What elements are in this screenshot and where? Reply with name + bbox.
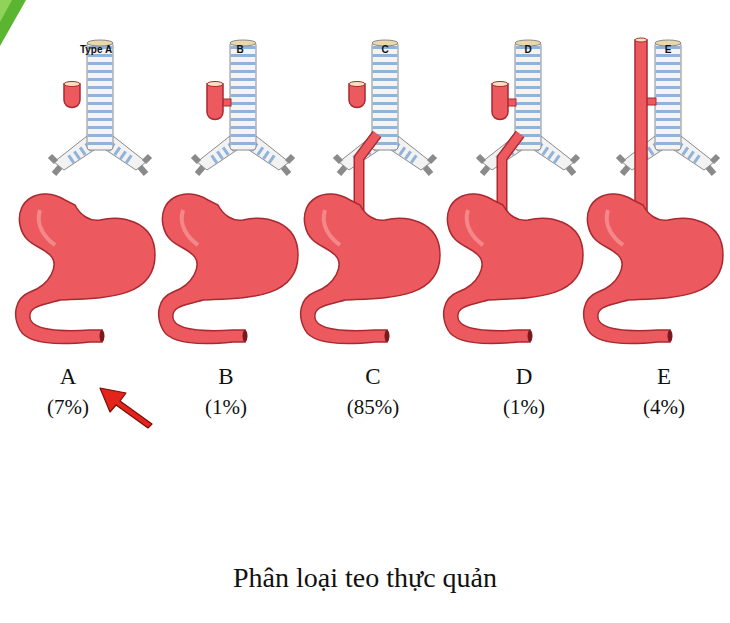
caption: Phân loại teo thực quản xyxy=(233,563,497,594)
type-d-figure xyxy=(444,40,583,344)
type-letter: B xyxy=(218,364,233,389)
type-percentage: (1%) xyxy=(503,396,545,419)
type-letter: E xyxy=(657,364,671,389)
type-heading: D xyxy=(524,44,531,55)
type-percentage: (7%) xyxy=(47,396,89,419)
type-heading: C xyxy=(381,44,388,55)
type-e-figure xyxy=(584,38,723,344)
corner-decoration xyxy=(0,0,12,22)
type-heading: B xyxy=(236,44,243,55)
type-letter: D xyxy=(516,364,533,389)
pointer-arrow xyxy=(100,388,152,428)
type-heading: Type A xyxy=(80,44,112,55)
corner-decoration xyxy=(0,0,26,46)
type-a-figure xyxy=(16,40,155,344)
type-percentage: (4%) xyxy=(643,396,685,419)
type-letter: C xyxy=(365,364,380,389)
type-letter: A xyxy=(60,364,77,389)
type-b-figure xyxy=(159,40,298,344)
type-c-figure xyxy=(301,40,440,344)
type-percentage: (1%) xyxy=(205,396,247,419)
type-heading: E xyxy=(665,44,672,55)
type-percentage: (85%) xyxy=(347,396,399,419)
